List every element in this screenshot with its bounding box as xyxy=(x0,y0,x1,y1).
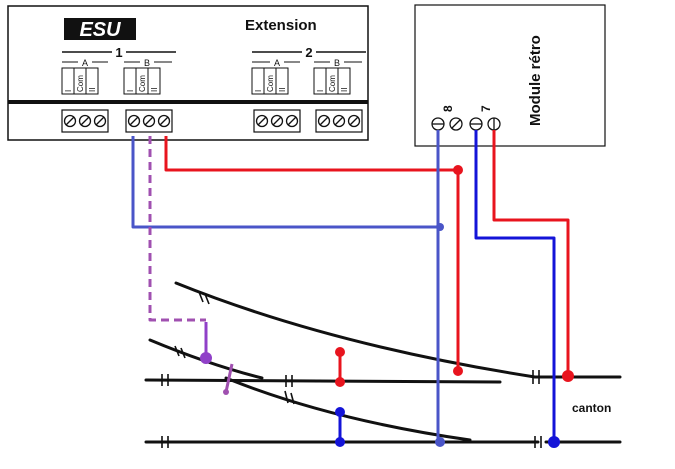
group-1-b-label: B xyxy=(144,58,150,68)
port-label-text: Com xyxy=(76,75,85,92)
insulator xyxy=(161,436,169,448)
group-2-number: 2 xyxy=(305,45,312,60)
screw-terminal xyxy=(157,114,171,128)
junction-red xyxy=(335,347,345,357)
port-label-text: II xyxy=(150,88,159,92)
insulator xyxy=(532,370,540,384)
screw-terminal xyxy=(332,114,346,128)
port-label-box: II xyxy=(337,67,351,95)
insulator xyxy=(284,390,295,405)
port-label-box: I xyxy=(251,67,265,95)
terminal-block xyxy=(61,109,109,133)
screw-terminal xyxy=(347,114,361,128)
wire-red-extension-to-pin8 xyxy=(164,136,460,372)
port-label-text: I xyxy=(64,90,73,92)
wires xyxy=(131,130,570,442)
port-label-text: II xyxy=(340,88,349,92)
junction-purple xyxy=(200,352,212,364)
insulator xyxy=(161,374,169,386)
screw-terminal xyxy=(285,114,299,128)
junction-red xyxy=(562,370,574,382)
track xyxy=(144,281,622,444)
port-label-box: I xyxy=(61,67,75,95)
port-label-text: I xyxy=(126,90,135,92)
group-1-number: 1 xyxy=(115,45,122,60)
extension-title: Extension xyxy=(245,17,317,34)
insulator xyxy=(174,345,186,359)
pin-7-label: 7 xyxy=(479,105,493,112)
terminal-block xyxy=(125,109,173,133)
port-label-text: Com xyxy=(328,75,337,92)
rail-insulators xyxy=(161,291,542,448)
straight-rail-top xyxy=(144,378,502,384)
port-label-box: II xyxy=(147,67,161,95)
turnout-diverging-rail-outer xyxy=(174,281,537,379)
junction-blue xyxy=(548,436,560,448)
output-group-1: 1 A B xyxy=(62,45,176,68)
port-label-box: II xyxy=(85,67,99,95)
port-label-box: Com xyxy=(73,67,87,95)
insulator xyxy=(198,291,210,305)
port-label-text: I xyxy=(254,90,263,92)
port-label-box: I xyxy=(123,67,137,95)
wire-slate-extension-common xyxy=(131,136,440,229)
wire-red-module-to-canton xyxy=(492,130,570,376)
junction-purple xyxy=(223,389,229,395)
retro-terminal-common xyxy=(469,117,483,131)
group-2-a-label: A xyxy=(274,58,280,68)
group-2-b-label: B xyxy=(334,58,340,68)
turnout-diverging-rail-inner xyxy=(224,376,472,442)
junction-red xyxy=(453,165,463,175)
wire-blue-module-to-canton xyxy=(474,130,556,442)
screw-terminal xyxy=(93,114,107,128)
terminal-blocks xyxy=(61,109,363,133)
port-label-text: Com xyxy=(266,75,275,92)
retro-terminal-8 xyxy=(449,117,463,131)
port-label-box: I xyxy=(313,67,327,95)
terminal-block xyxy=(253,109,301,133)
screw-terminal xyxy=(270,114,284,128)
junction-dots xyxy=(200,165,574,448)
screw-terminal xyxy=(142,114,156,128)
screw-terminal xyxy=(255,114,269,128)
port-label-text: II xyxy=(88,88,97,92)
port-label-box: Com xyxy=(263,67,277,95)
wire-purple-rod xyxy=(224,363,234,393)
screw-terminal xyxy=(127,114,141,128)
junction-slate xyxy=(436,223,444,231)
junction-blue xyxy=(335,407,345,417)
port-label-box: II xyxy=(275,67,289,95)
insulator xyxy=(285,375,293,387)
port-label-text: II xyxy=(278,88,287,92)
esu-logo: ESU xyxy=(64,18,136,41)
junction-red xyxy=(453,366,463,376)
group-1-a-label: A xyxy=(82,58,88,68)
junction-blue xyxy=(335,437,345,447)
junction-slate xyxy=(435,437,445,447)
terminal-block xyxy=(315,109,363,133)
port-label-text: I xyxy=(316,90,325,92)
esu-logo-text: ESU xyxy=(79,19,121,41)
output-group-2: 2 A B xyxy=(252,45,366,68)
retro-module-title: Module rétro xyxy=(527,35,544,126)
canton-label: canton xyxy=(572,401,611,415)
insulator xyxy=(534,436,542,448)
port-label-box: Com xyxy=(325,67,339,95)
screw-terminal xyxy=(63,114,77,128)
retro-terminal-7 xyxy=(487,117,501,131)
wire-purple-dashed-extension xyxy=(148,136,206,322)
screw-terminal xyxy=(317,114,331,128)
screw-terminal xyxy=(78,114,92,128)
pin-8-label: 8 xyxy=(441,105,455,112)
retro-module: Module rétro 8 7 xyxy=(414,4,606,147)
retro-terminal-1 xyxy=(431,117,445,131)
junction-red xyxy=(335,377,345,387)
port-label-text: Com xyxy=(138,75,147,92)
port-label-box: Com xyxy=(135,67,149,95)
